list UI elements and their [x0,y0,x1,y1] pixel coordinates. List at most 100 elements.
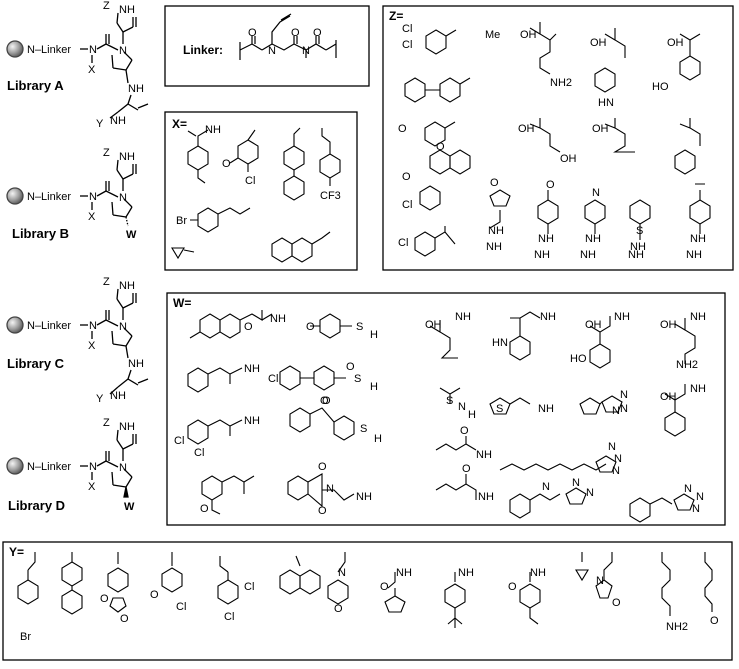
z-label: NH [580,249,596,261]
x-box: X= NH O Cl CF [164,111,358,271]
x-substituent-label: X [88,211,96,223]
w-label: OH [660,319,677,331]
z-label: NH [686,249,702,261]
amide-n-label: N [89,44,97,56]
w-label: S [356,321,363,333]
x-label: Cl [245,175,255,187]
w-label: O [306,321,315,333]
x-label: CF3 [320,190,341,202]
w-label: NH [244,363,260,375]
y-label: Cl [224,611,234,623]
y-title: Y= [9,545,24,559]
y-label: NH [530,567,546,579]
y-box: Y= [2,541,733,661]
w-label: S [496,403,503,415]
library-b: N–Linker N X N NH Z W Library B [6,147,137,241]
z-label: O [398,123,407,135]
resin-bead-icon [6,316,24,334]
z-label: OH [667,37,684,49]
w-label: S [446,395,453,407]
w-label: N [542,481,550,493]
y-label: O [380,581,389,593]
w-label: S [354,373,361,385]
w-substituent-label: W [124,501,135,513]
w-label: N [692,503,700,515]
w-label: O [318,505,327,517]
x-title: X= [172,117,187,131]
linker-o-atom: O [313,27,322,39]
w-label: H [374,433,382,445]
w-label: H [370,329,378,341]
z-label: O [490,177,499,189]
z-structures [404,22,711,257]
w-label: NH [476,449,492,461]
z-label: Cl [402,199,412,211]
z-label: N [592,187,600,199]
w-label: O [318,461,327,473]
resin-bead-icon [6,187,24,205]
linker-o-atom: O [248,27,257,39]
w-label: NH [690,311,706,323]
linker-o-atom: O [291,27,300,39]
y-label: O [120,613,129,625]
linker-structure [239,13,337,60]
y-label: O [150,589,159,601]
z-label: S [636,225,643,237]
resin-bead-icon [6,457,24,475]
z-label: Me [485,29,500,41]
w-label: N [620,403,628,415]
z-label: NH2 [550,77,572,89]
y-structures [17,552,713,628]
library-c: N–Linker N X N NH Z NH Y NH Library C [6,276,149,405]
amide-n-label: N [89,191,97,203]
y-substituent-label: Y [96,393,104,405]
w-label: NH [244,415,260,427]
y-label: NH [458,567,474,579]
ring-n-label: N [119,192,127,204]
w-label: NH [478,491,494,503]
z-label: OH [590,37,607,49]
x-substituent-label: X [88,64,96,76]
nh-label: NH [110,390,126,402]
z-substituent-label: Z [103,276,110,288]
nh-label: NH [119,4,135,16]
z-label: NH [534,249,550,261]
w-label: HO [570,353,587,365]
library-label: Library D [8,498,65,513]
y-label: Cl [244,581,254,593]
nh-label: NH [128,358,144,370]
x-label: Br [176,215,187,227]
library-a: N–Linker N X N NH Z NH Y NH Library A [6,0,149,130]
w-label: NH [538,403,554,415]
nh-label: NH [110,115,126,127]
w-label: N [684,483,692,495]
w-label: NH [356,491,372,503]
w-label: NH [614,311,630,323]
w-box: W= [166,292,726,526]
z-label: NH [628,249,644,261]
z-substituent-label: Z [103,0,110,12]
z-label: Cl [402,39,412,51]
w-label: N [612,465,620,477]
z-label: Cl [402,23,412,35]
y-label: Cl [176,601,186,613]
library-label: Library B [12,226,69,241]
ring-n-label: N [119,45,127,57]
ring-n-label: N [119,321,127,333]
w-label: N [586,487,594,499]
z-label: O [402,171,411,183]
y-label: O [334,603,343,615]
linker-n-atom: N [268,45,276,57]
resin-linker-label: N–Linker [27,191,71,203]
y-label: NH [396,567,412,579]
w-label: O [320,395,329,407]
linker-box: Linker: N N O O O [164,5,370,87]
w-label: Cl [268,373,278,385]
w-label: NH2 [676,359,698,371]
z-title: Z= [389,9,403,23]
library-label: Library C [7,356,65,371]
z-substituent-label: Z [103,417,110,429]
x-label: NH [205,124,221,136]
ring-n-label: N [119,462,127,474]
